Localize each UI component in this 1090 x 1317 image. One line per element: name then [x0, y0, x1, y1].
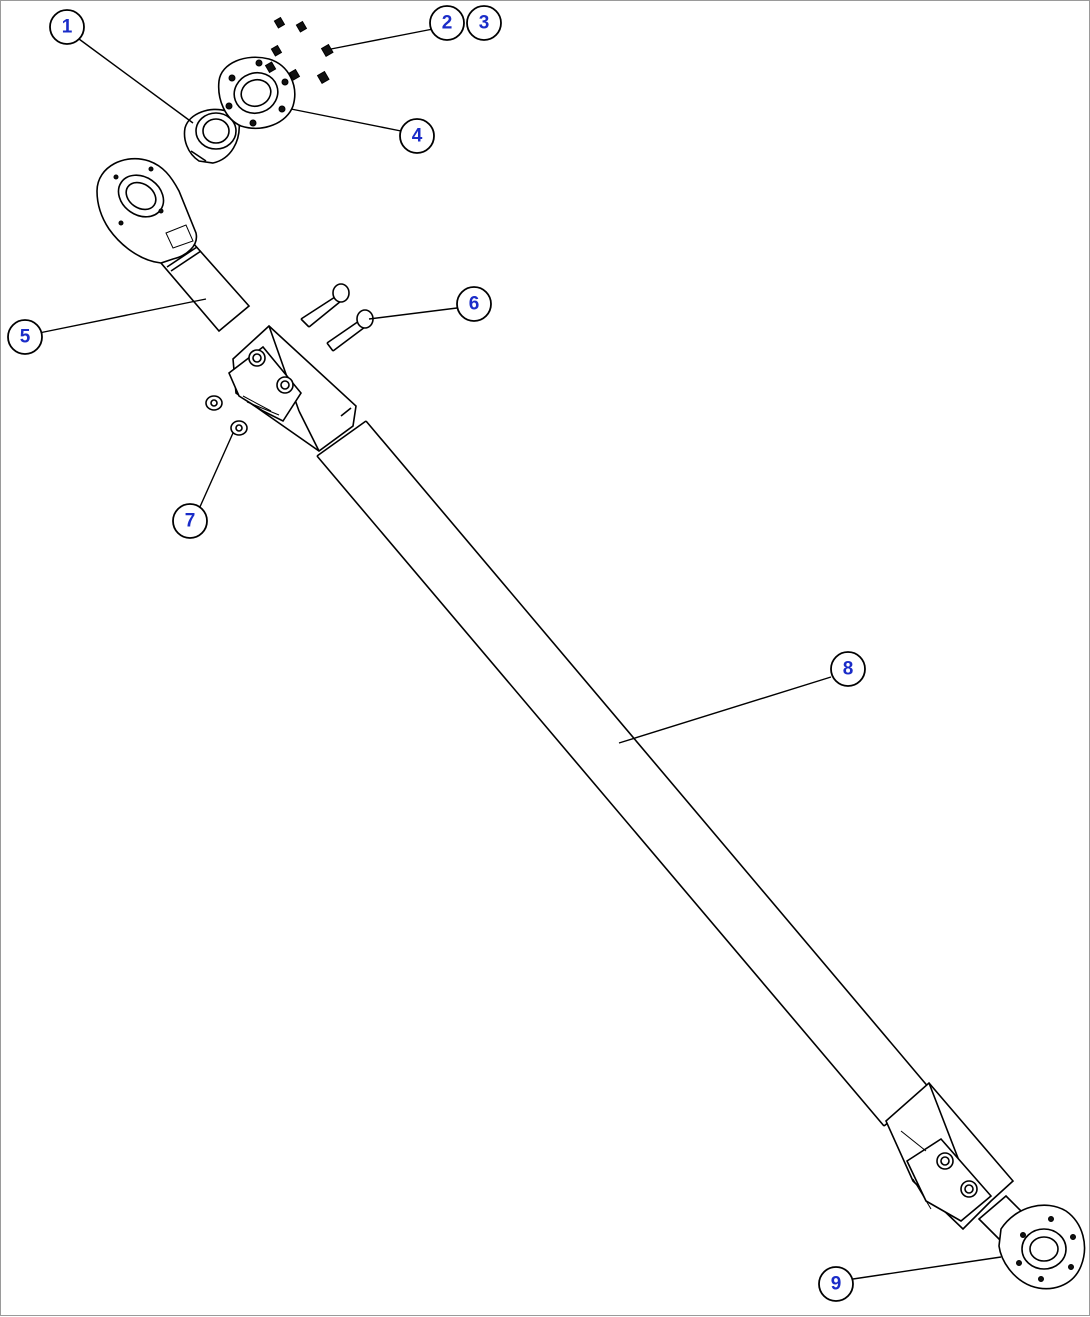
tie-rod-tube: [316, 420, 931, 1127]
callout-5-label: 5: [20, 327, 31, 348]
lock-nuts: [205, 395, 248, 436]
callout-8: 8: [830, 651, 866, 687]
callout-9: 9: [818, 1266, 854, 1302]
callout-4: 4: [399, 118, 435, 154]
callout-9-label: 9: [831, 1274, 842, 1295]
clamp-bolts: [300, 283, 374, 352]
callout-5: 5: [7, 319, 43, 355]
callout-1: 1: [49, 9, 85, 45]
callout-6: 6: [456, 286, 492, 322]
lower-clamp-block: [885, 1081, 1015, 1231]
callout-3: 3: [466, 5, 502, 41]
leader-lines: [38, 28, 1002, 1280]
callout-3-label: 3: [479, 13, 490, 34]
callout-6-label: 6: [469, 294, 480, 315]
bearing: [183, 108, 240, 164]
set-screws: [264, 16, 334, 85]
callout-1-label: 1: [62, 17, 73, 38]
callout-4-label: 4: [412, 126, 423, 147]
upper-rod-end: [96, 157, 251, 333]
callout-7: 7: [172, 503, 208, 539]
callout-2: 2: [429, 5, 465, 41]
callout-8-label: 8: [843, 659, 854, 680]
callout-2-label: 2: [442, 13, 453, 34]
callout-7-label: 7: [185, 511, 196, 532]
lower-rod-end: [977, 1194, 1086, 1290]
upper-clamp-block: [228, 324, 357, 452]
retainer-flange: [217, 56, 296, 130]
